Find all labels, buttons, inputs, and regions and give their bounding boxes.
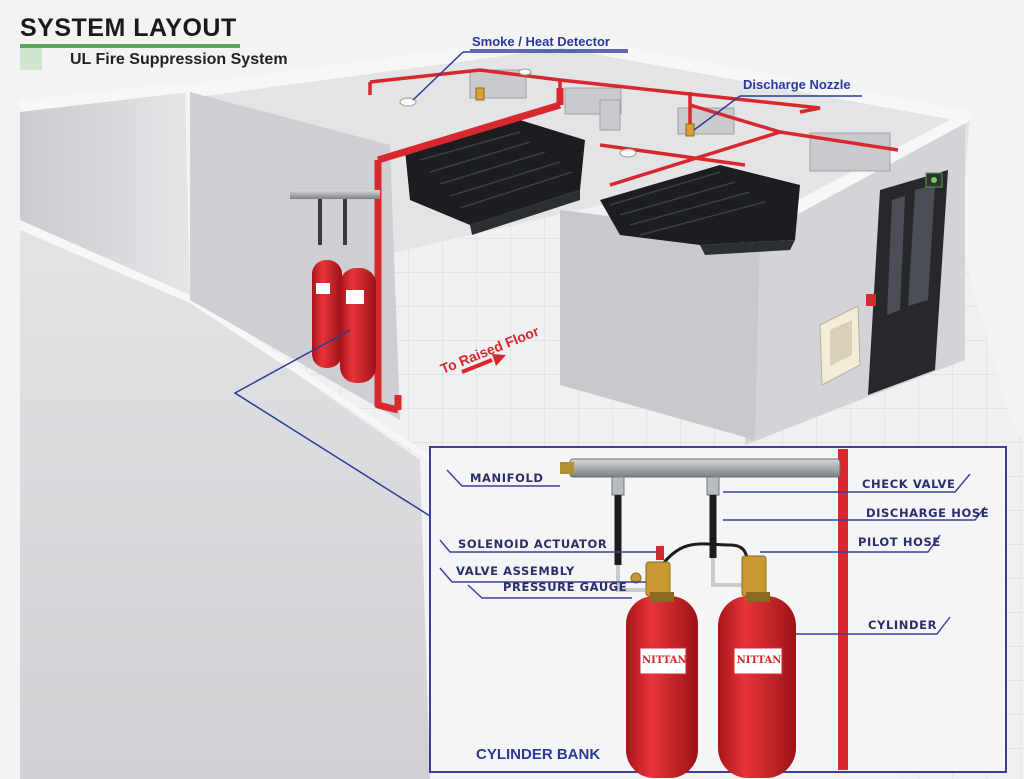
detectors — [399, 68, 637, 158]
cylinder-brand-label-2: NITTAN — [736, 655, 782, 666]
solenoid-actuator-label: SOLENOID ACTUATOR — [458, 537, 608, 551]
exit-door — [868, 170, 948, 395]
title-underline — [20, 44, 240, 48]
server-racks-left — [405, 120, 585, 235]
room-cylinders — [312, 260, 376, 383]
page-title: SYSTEM LAYOUT — [20, 14, 237, 42]
cylinder-bank-label: CYLINDER BANK — [476, 746, 601, 763]
inset-leader-lines — [439, 469, 986, 635]
server-racks-right — [600, 165, 800, 255]
check-valve-label: CHECK VALVE — [862, 477, 956, 491]
pilot-hose-label: PILOT HOSE — [858, 535, 941, 549]
control-panel — [819, 294, 876, 386]
inset-manifold — [560, 458, 841, 496]
left-wall — [20, 88, 190, 300]
cylinder-label: CYLINDER — [868, 618, 938, 632]
manifold-label: MANIFOLD — [470, 471, 544, 485]
smoke-detector-label: Smoke / Heat Detector — [472, 34, 610, 49]
partition-front — [560, 210, 760, 440]
inset-valve-assemblies — [630, 555, 767, 597]
inset-solenoid — [656, 546, 664, 560]
leader-lines — [233, 51, 862, 517]
room-manifold — [290, 190, 380, 245]
inset-riser-pipe — [838, 449, 848, 770]
discharge-hose-label: DISCHARGE HOSE — [866, 506, 990, 520]
raised-floor-arrow — [461, 358, 493, 374]
pressure-gauge-label: PRESSURE GAUGE — [503, 580, 628, 594]
inset-discharge-hoses — [614, 495, 717, 565]
front-wall — [20, 225, 430, 779]
valve-assembly-label: VALVE ASSEMBLY — [456, 564, 575, 578]
inset-cylinders — [626, 592, 796, 778]
cylinder-brand-label-1: NITTAN — [642, 655, 687, 666]
ceiling-piping — [368, 68, 899, 187]
title-accent — [20, 48, 42, 70]
page-subtitle: UL Fire Suppression System — [70, 51, 288, 68]
discharge-nozzle-label: Discharge Nozzle — [743, 77, 851, 92]
